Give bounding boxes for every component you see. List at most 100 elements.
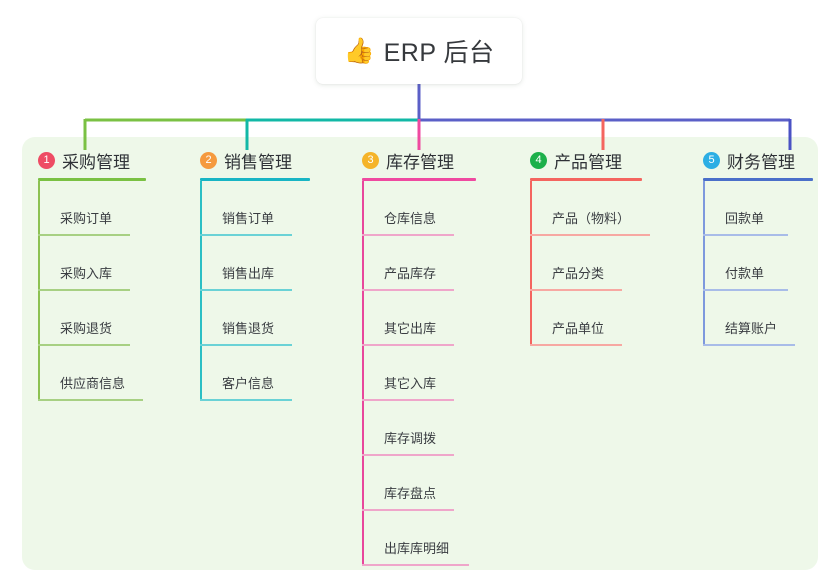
list-item-label: 产品分类 <box>552 266 605 281</box>
branch-items-1: 采购订单 采购入库 采购退货 供应商信息 <box>38 181 188 401</box>
list-item[interactable]: 产品单位 <box>530 291 690 346</box>
list-item-rule <box>362 234 454 236</box>
branch-spine-2 <box>200 181 202 401</box>
list-item-rule <box>362 454 454 456</box>
list-item[interactable]: 库存盘点 <box>362 456 512 511</box>
list-item-rule <box>530 344 622 346</box>
list-item-label: 销售退货 <box>222 321 275 336</box>
content-panel <box>22 137 818 570</box>
list-item-label: 结算账户 <box>725 321 778 336</box>
root-node[interactable]: 👍 ERP 后台 <box>316 18 522 84</box>
branch-title-1: 采购管理 <box>62 152 130 172</box>
list-item[interactable]: 仓库信息 <box>362 181 512 236</box>
list-item-rule <box>200 289 292 291</box>
thumbs-up-icon: 👍 <box>343 36 375 65</box>
list-item[interactable]: 销售订单 <box>200 181 350 236</box>
list-item-label: 销售出库 <box>222 266 275 281</box>
list-item-rule <box>362 344 454 346</box>
list-item-label: 产品库存 <box>384 266 437 281</box>
branch-title-5: 财务管理 <box>727 152 795 172</box>
list-item[interactable]: 产品库存 <box>362 236 512 291</box>
list-item-label: 回款单 <box>725 211 765 226</box>
branch-column-1: 1 采购管理 采购订单 采购入库 采购退货 供应商信息 <box>38 149 188 401</box>
list-item[interactable]: 回款单 <box>703 181 839 236</box>
list-item-label: 其它出库 <box>384 321 437 336</box>
list-item[interactable]: 产品（物料） <box>530 181 690 236</box>
list-item-label: 产品（物料） <box>552 211 631 226</box>
list-item-label: 采购入库 <box>60 266 113 281</box>
branch-title-2: 销售管理 <box>224 152 292 172</box>
branch-column-4: 4 产品管理 产品（物料） 产品分类 产品单位 <box>530 149 690 346</box>
list-item-label: 付款单 <box>725 266 765 281</box>
branch-title-4: 产品管理 <box>554 152 622 172</box>
list-item[interactable]: 库存调拨 <box>362 401 512 456</box>
list-item[interactable]: 客户信息 <box>200 346 350 401</box>
branch-spine-1 <box>38 181 40 401</box>
list-item-rule <box>530 289 622 291</box>
list-item-rule <box>362 509 454 511</box>
branch-title-3: 库存管理 <box>386 152 454 172</box>
branch-header-rule-4 <box>530 178 642 181</box>
list-item[interactable]: 产品分类 <box>530 236 690 291</box>
branch-spine-4 <box>530 181 532 346</box>
list-item[interactable]: 销售出库 <box>200 236 350 291</box>
list-item-rule <box>362 399 454 401</box>
list-item-rule <box>200 399 292 401</box>
branch-header-1[interactable]: 1 采购管理 <box>38 149 188 172</box>
branch-number-badge-1: 1 <box>38 151 55 169</box>
list-item-rule <box>200 234 292 236</box>
branch-items-4: 产品（物料） 产品分类 产品单位 <box>530 181 690 346</box>
list-item[interactable]: 采购入库 <box>38 236 188 291</box>
list-item-label: 采购退货 <box>60 321 113 336</box>
list-item-rule <box>200 344 292 346</box>
list-item[interactable]: 付款单 <box>703 236 839 291</box>
list-item[interactable]: 采购退货 <box>38 291 188 346</box>
list-item-rule <box>38 344 130 346</box>
list-item-label: 出库库明细 <box>384 541 450 556</box>
branch-number-badge-4: 4 <box>530 151 547 169</box>
root-node-label: ERP 后台 <box>383 39 495 67</box>
branch-header-rule-3 <box>362 178 476 181</box>
branch-number-badge-2: 2 <box>200 151 217 169</box>
branch-items-2: 销售订单 销售出库 销售退货 客户信息 <box>200 181 350 401</box>
list-item-label: 销售订单 <box>222 211 275 226</box>
list-item-rule <box>38 289 130 291</box>
list-item-label: 库存调拨 <box>384 431 437 446</box>
list-item[interactable]: 其它出库 <box>362 291 512 346</box>
list-item-rule <box>703 289 788 291</box>
branch-column-5: 5 财务管理 回款单 付款单 结算账户 <box>703 149 839 346</box>
list-item[interactable]: 供应商信息 <box>38 346 188 401</box>
list-item[interactable]: 结算账户 <box>703 291 839 346</box>
branch-header-5[interactable]: 5 财务管理 <box>703 149 839 172</box>
list-item-rule <box>703 344 795 346</box>
branch-spine-3 <box>362 181 364 566</box>
list-item-label: 产品单位 <box>552 321 605 336</box>
branch-number-badge-3: 3 <box>362 151 379 169</box>
branch-header-4[interactable]: 4 产品管理 <box>530 149 690 172</box>
list-item-rule <box>362 289 454 291</box>
branch-column-3: 3 库存管理 仓库信息 产品库存 其它出库 其它入库 库存调拨 <box>362 149 512 566</box>
branch-items-3: 仓库信息 产品库存 其它出库 其它入库 库存调拨 库存盘点 <box>362 181 512 566</box>
list-item-rule <box>38 399 143 401</box>
list-item-label: 客户信息 <box>222 376 275 391</box>
list-item[interactable]: 其它入库 <box>362 346 512 401</box>
branch-column-2: 2 销售管理 销售订单 销售出库 销售退货 客户信息 <box>200 149 350 401</box>
list-item-rule <box>530 234 650 236</box>
list-item-label: 其它入库 <box>384 376 437 391</box>
branch-number-badge-5: 5 <box>703 151 720 169</box>
branch-header-3[interactable]: 3 库存管理 <box>362 149 512 172</box>
branch-header-rule-5 <box>703 178 813 181</box>
list-item-label: 供应商信息 <box>60 376 126 391</box>
list-item[interactable]: 销售退货 <box>200 291 350 346</box>
branch-header-rule-1 <box>38 178 146 181</box>
list-item-rule <box>38 234 130 236</box>
list-item-rule <box>703 234 788 236</box>
branch-header-rule-2 <box>200 178 310 181</box>
branch-header-2[interactable]: 2 销售管理 <box>200 149 350 172</box>
list-item[interactable]: 采购订单 <box>38 181 188 236</box>
list-item-label: 仓库信息 <box>384 211 437 226</box>
list-item-label: 库存盘点 <box>384 486 437 501</box>
list-item-label: 采购订单 <box>60 211 113 226</box>
list-item[interactable]: 出库库明细 <box>362 511 512 566</box>
